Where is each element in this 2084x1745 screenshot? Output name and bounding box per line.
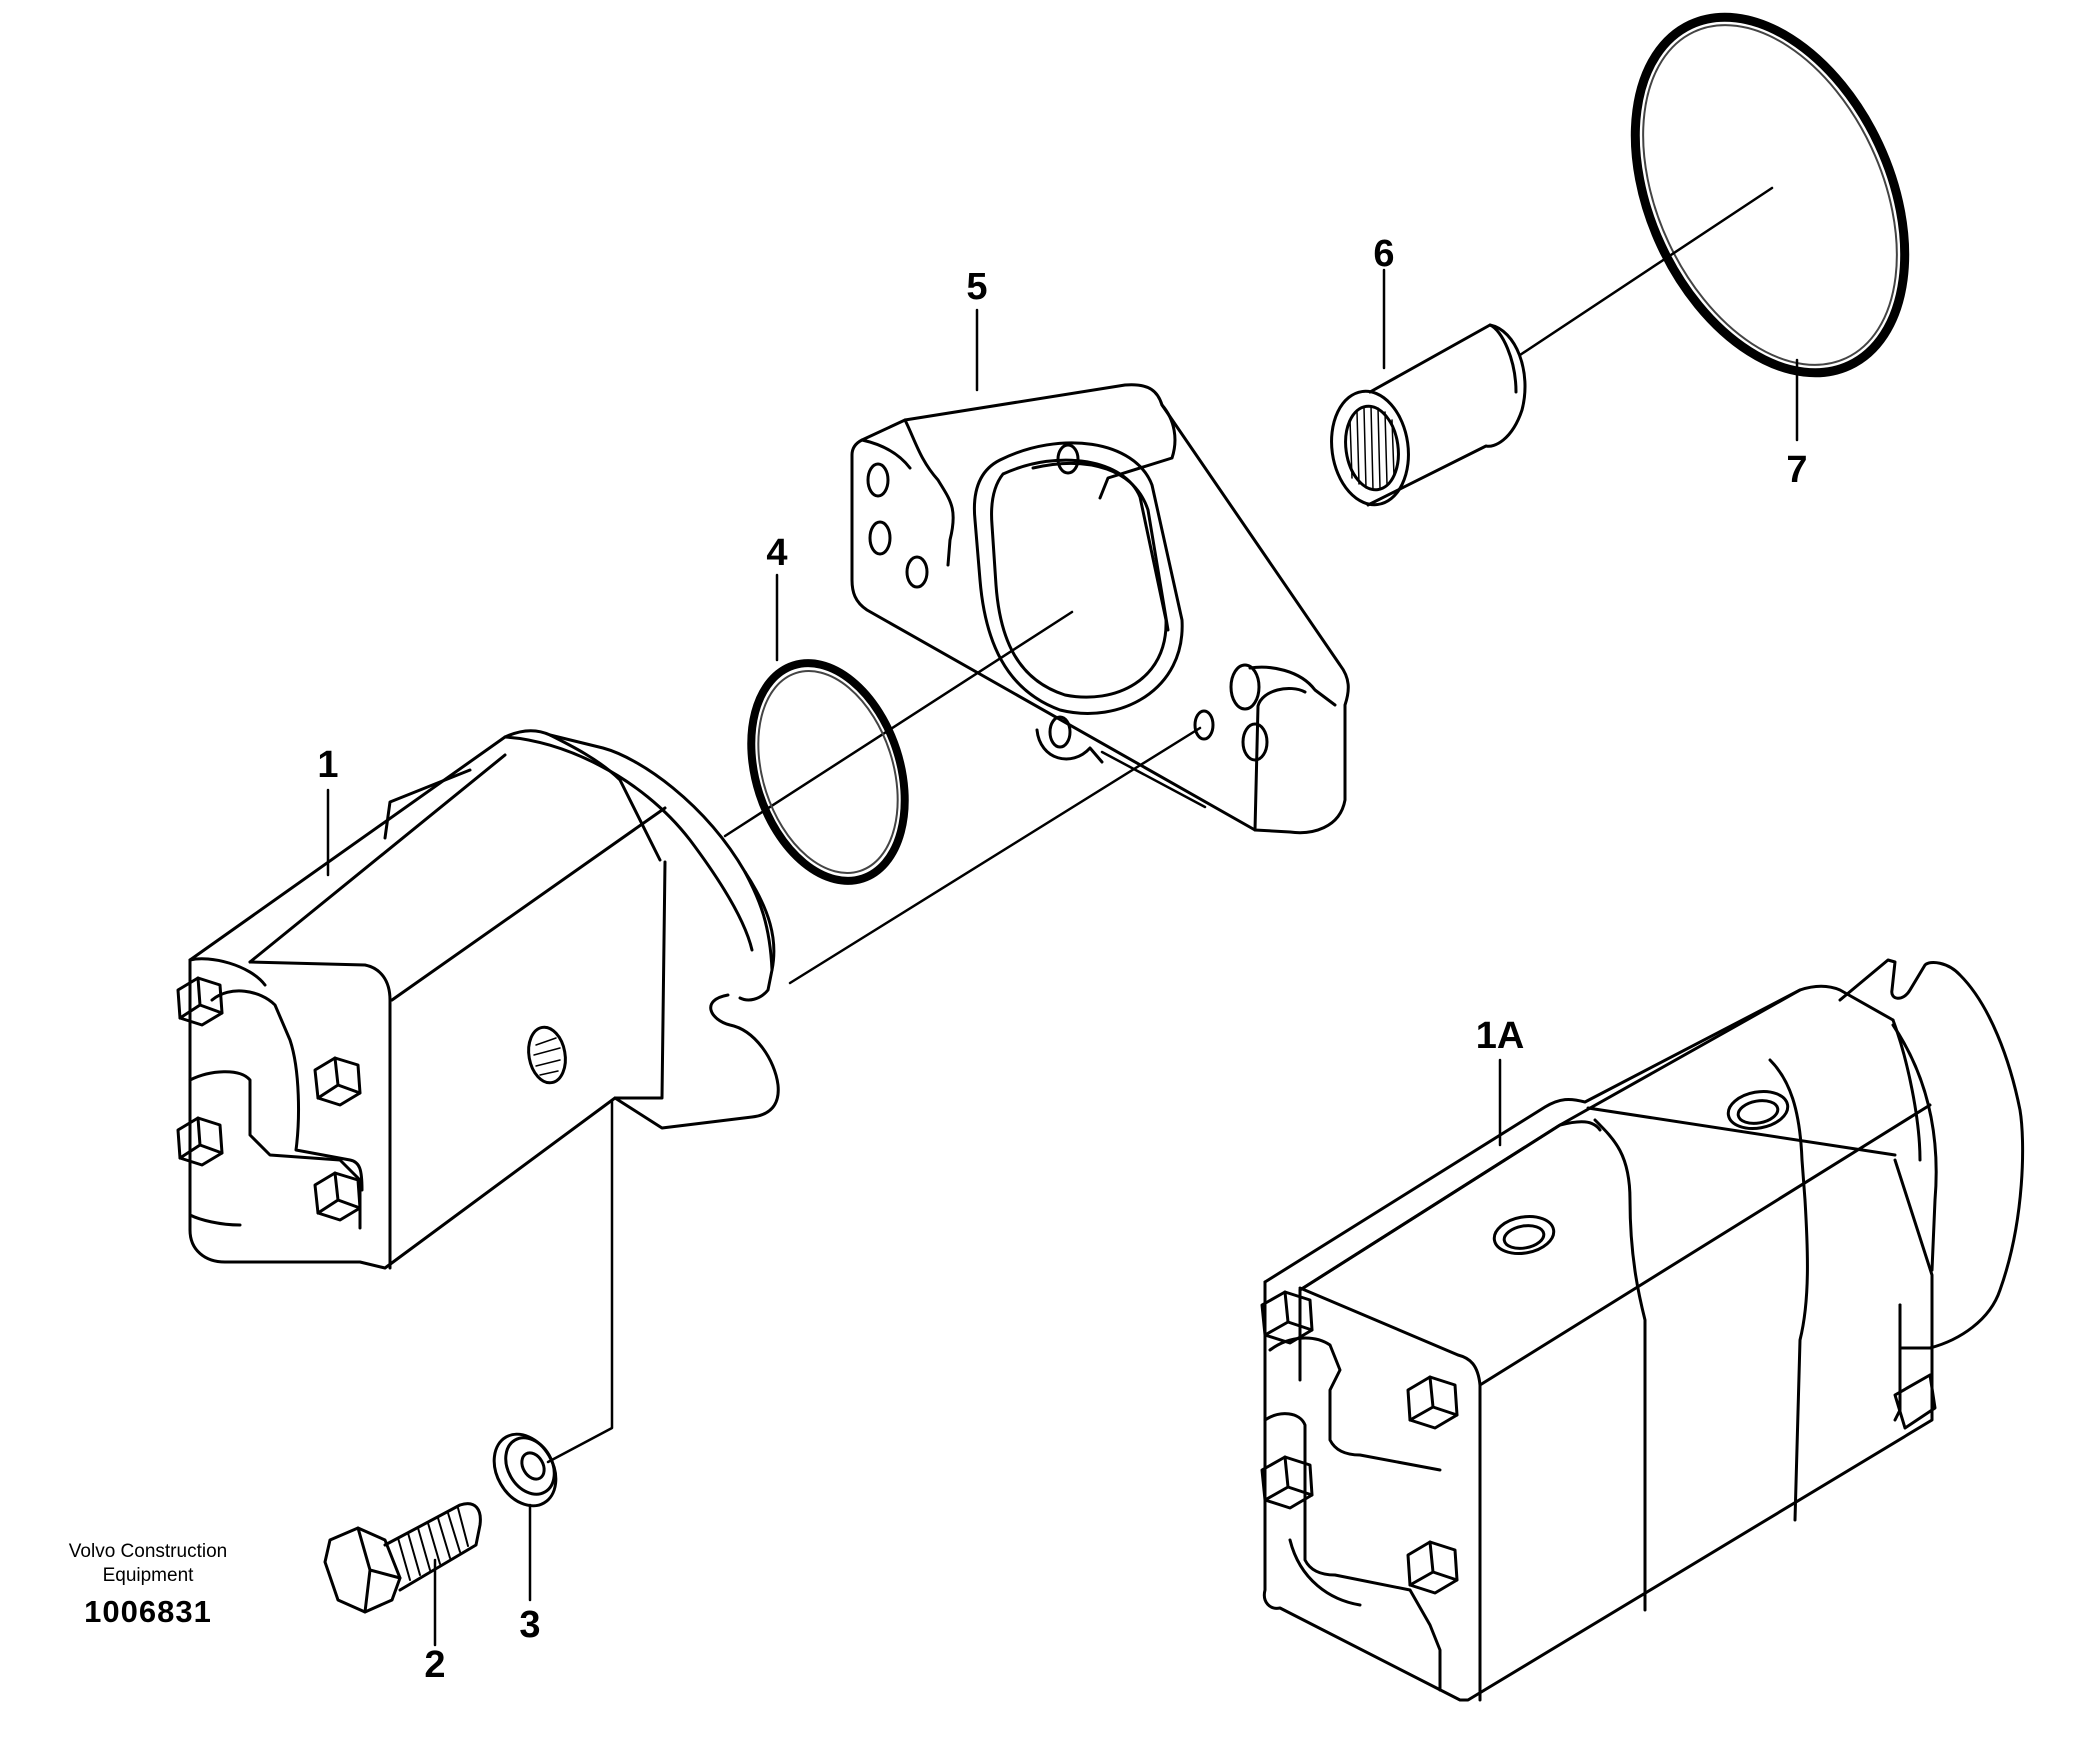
- callout-6: 6: [1373, 233, 1395, 275]
- publisher-line-1: Volvo Construction: [68, 1541, 228, 1562]
- callout-7: 7: [1786, 449, 1808, 491]
- tandem-pump-bolt-heads: [1260, 1290, 1459, 1595]
- pump-bolt-heads: [176, 976, 362, 1222]
- callout-2: 2: [424, 1644, 446, 1686]
- publisher-name: Volvo Construction Equipment: [18, 1540, 278, 1588]
- centerline-flange-lower: [1100, 750, 1207, 809]
- hex-bolt: [323, 1502, 482, 1614]
- centerline-flange: [723, 610, 1074, 838]
- mounting-flange: [850, 383, 1350, 835]
- illustration-number: 1006831: [84, 1594, 212, 1629]
- callout-1a: 1A: [1475, 1015, 1525, 1057]
- gear-pump-tandem: [1260, 958, 2025, 1702]
- o-ring-small: [747, 659, 909, 885]
- centerline-bushing: [1518, 186, 1774, 357]
- callout-1: 1: [317, 744, 339, 786]
- callout-4: 4: [766, 532, 788, 574]
- publisher-line-2: Equipment: [102, 1564, 194, 1586]
- centerline-bolt: [788, 726, 1202, 985]
- leader-to-washer: [546, 1098, 614, 1464]
- callout-3: 3: [519, 1604, 541, 1646]
- gear-pump-single: [176, 729, 780, 1270]
- washer: [492, 1432, 558, 1508]
- callout-leaders: [326, 268, 1799, 1647]
- o-ring-large: [1630, 12, 1910, 378]
- callout-5: 5: [966, 266, 988, 308]
- needle-bushing: [1330, 323, 1527, 507]
